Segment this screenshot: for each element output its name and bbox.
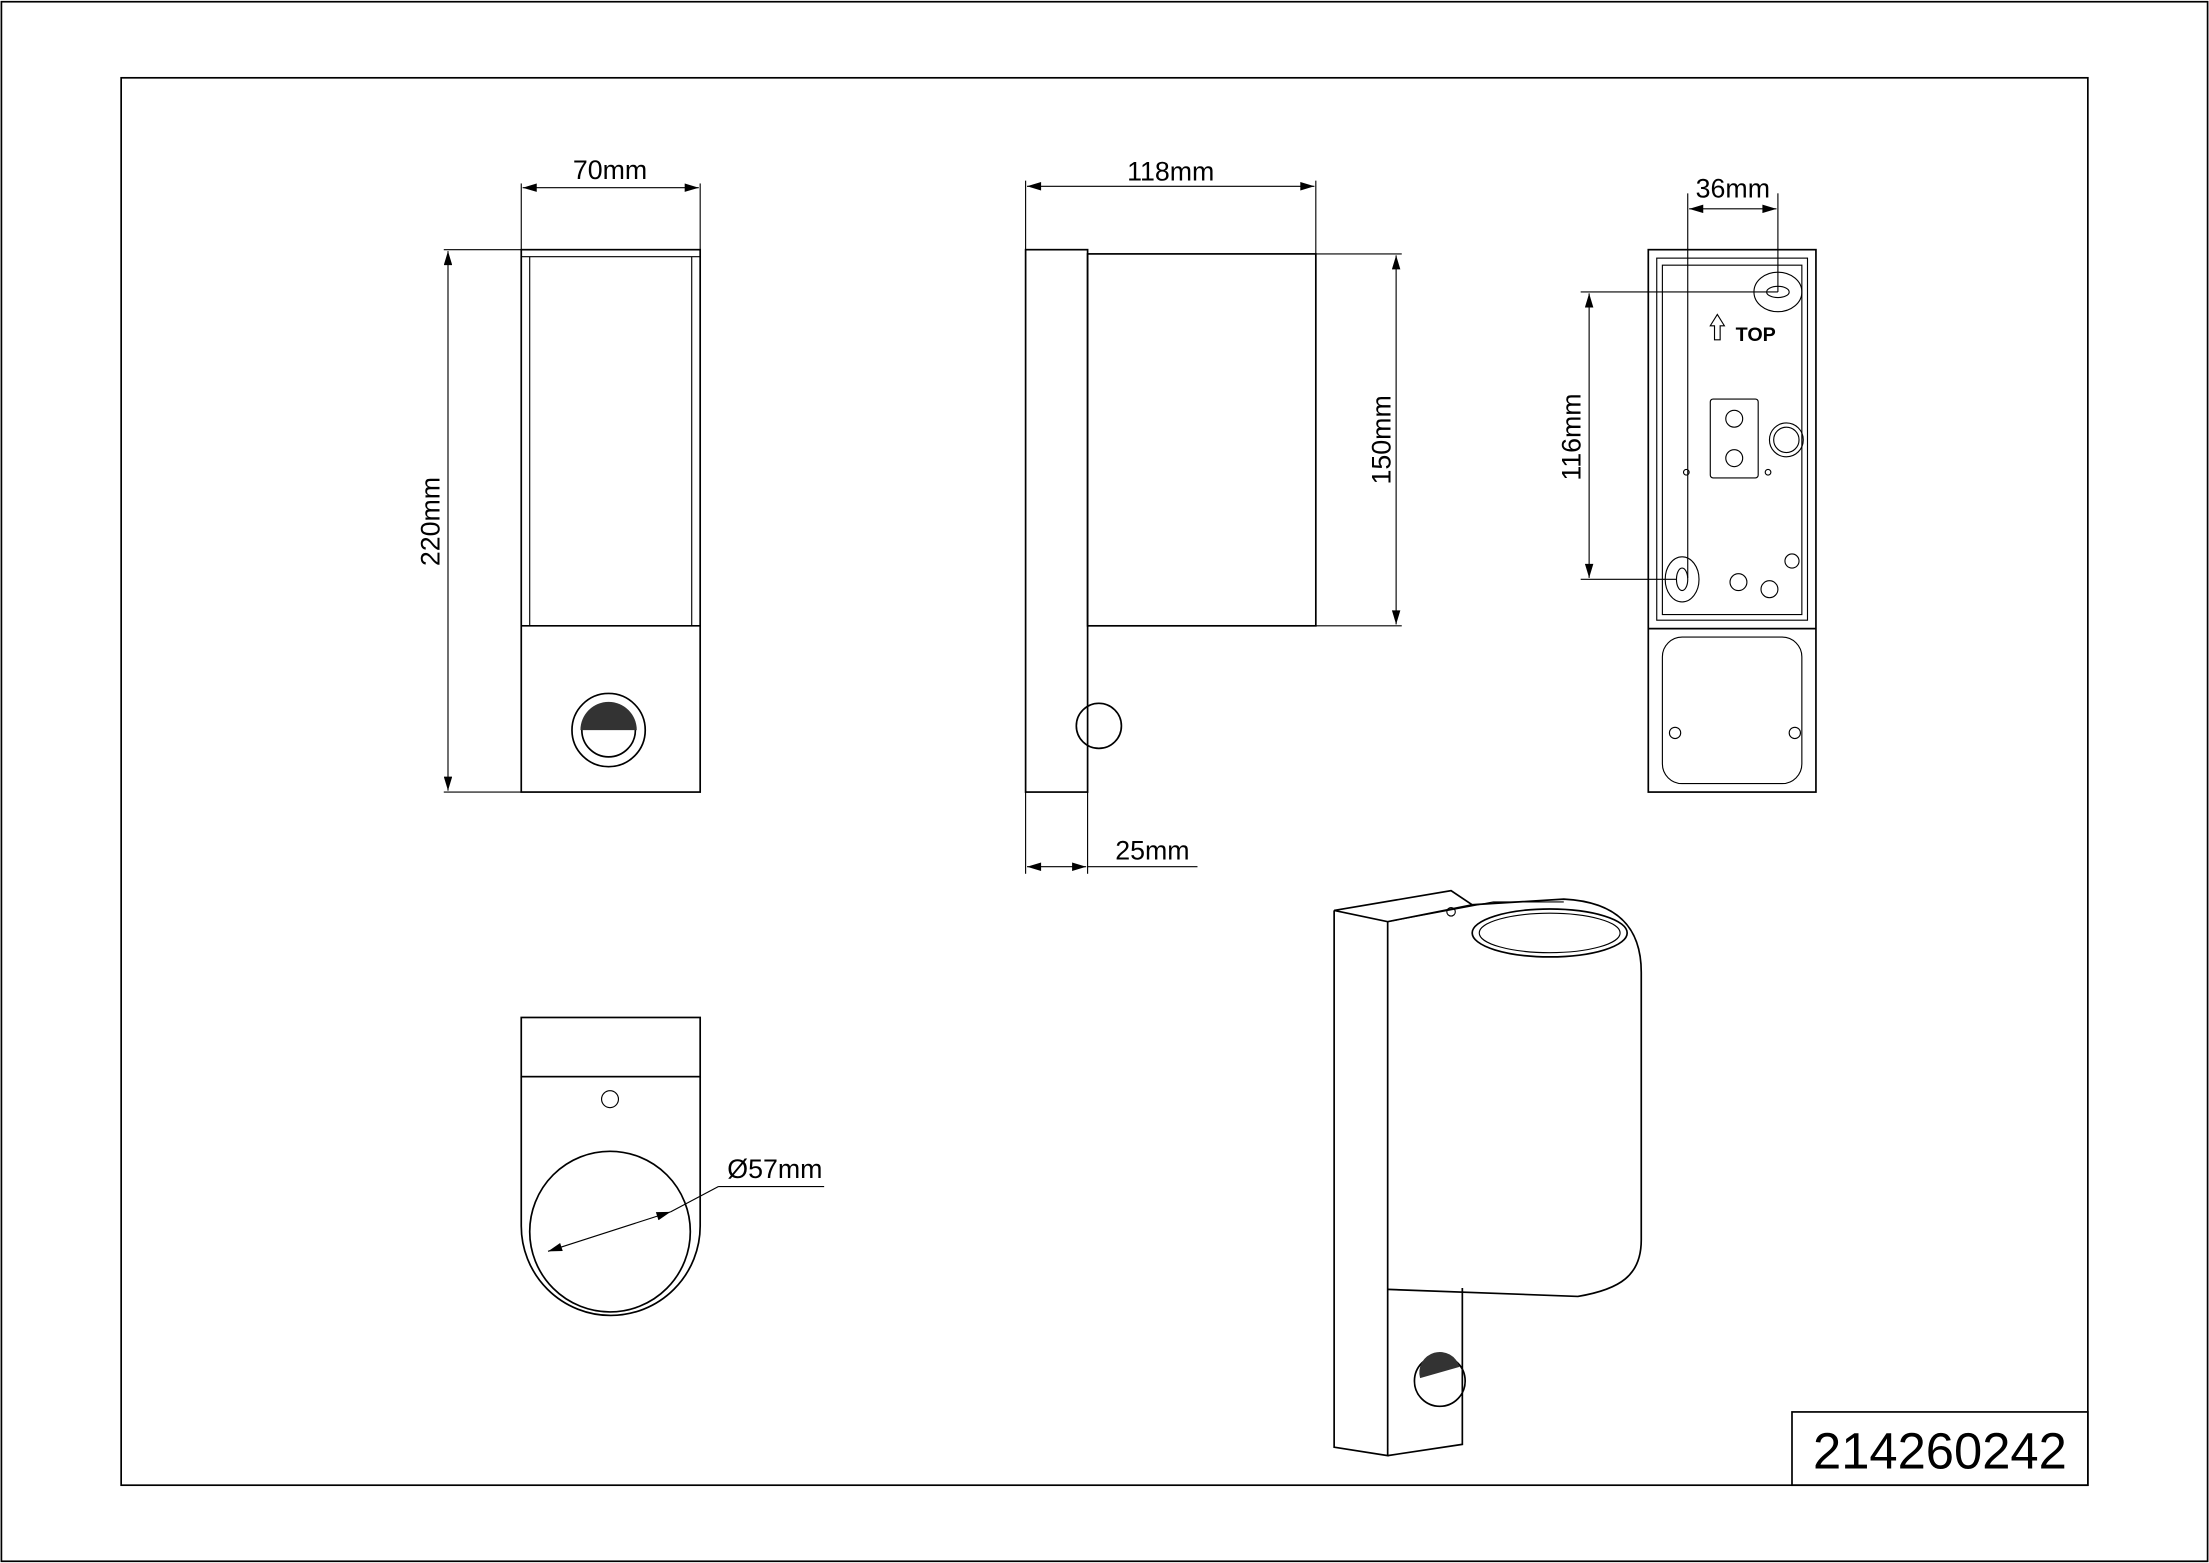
side-depth-label: 118mm (1127, 157, 1214, 187)
back-top-label: TOP (1736, 324, 1776, 346)
back-vertical-label: 116mm (1557, 393, 1587, 480)
back-spacing-label: 36mm (1696, 174, 1770, 204)
side-height-label: 150mm (1366, 395, 1396, 484)
front-width-label: 70mm (573, 155, 647, 185)
perspective-view (1333, 889, 1643, 1457)
side-view (1024, 180, 1402, 874)
front-view (443, 183, 702, 793)
article-number-box (1791, 1411, 2089, 1487)
back-view (1580, 193, 1817, 793)
inner-frame (120, 76, 2089, 1487)
top-view (520, 1016, 825, 1317)
article-number: 214260242 (1813, 1422, 2067, 1479)
front-height-label: 220mm (416, 477, 446, 566)
top-diameter-label: Ø57mm (727, 1154, 822, 1184)
side-base-label: 25mm (1115, 836, 1189, 866)
